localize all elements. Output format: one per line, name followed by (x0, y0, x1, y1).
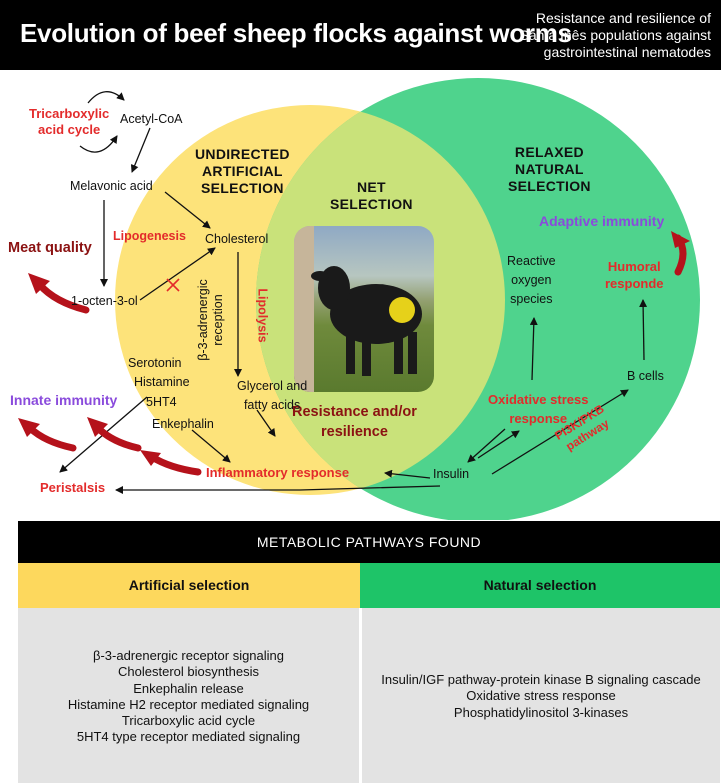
node-adaptive-immunity: Adaptive immunity (539, 213, 664, 230)
curved-arrow-innate-2 (98, 428, 138, 448)
node-5ht4: 5HT4 (146, 395, 177, 410)
node-line: Glycerol and (237, 377, 307, 396)
curved-arrow-innate-3 (152, 457, 198, 472)
node-humoral-responde: Humoral responde (605, 258, 664, 292)
node-cholesterol: Cholesterol (205, 232, 268, 247)
node-line: acid cycle (29, 122, 109, 138)
node-line: responde (605, 275, 664, 292)
caption-line: NET (330, 179, 413, 196)
table-title: METABOLIC PATHWAYS FOUND (18, 521, 720, 563)
list-item: Tricarboxylic acid cycle (18, 713, 359, 729)
node-meat-quality: Meat quality (8, 240, 92, 257)
node-peristalsis: Peristalsis (40, 480, 105, 496)
sheep-photo (294, 226, 434, 392)
list-item: Oxidative stress response (362, 688, 720, 704)
arrow-acetyl-melavonic (132, 128, 150, 172)
column-body-artificial: β-3-adrenergic receptor signaling Choles… (18, 608, 359, 783)
node-insulin: Insulin (433, 467, 469, 482)
caption-line: UNDIRECTED (195, 146, 290, 163)
node-acetyl-coa: Acetyl-CoA (120, 112, 183, 127)
column-header-artificial: Artificial selection (18, 563, 360, 608)
page-title: Evolution of beef sheep flocks against w… (20, 18, 572, 49)
node-beta3-adrenergic-reception: β-3-adrenergic reception (196, 279, 226, 361)
label-resistance-resilience: Resistance and/or resilience (292, 402, 417, 442)
subtitle-line: Resistance and resilience of (496, 10, 711, 27)
node-inflammatory-response: Inflammatory response (206, 465, 349, 481)
tca-loop-arrow-top (88, 92, 124, 103)
column-header-natural: Natural selection (360, 563, 720, 608)
node-line: β-3-adrenergic (196, 279, 211, 361)
node-line: Reactive (507, 252, 556, 271)
list-item: Insulin/IGF pathway-protein kinase B sig… (362, 672, 720, 688)
list-item: β-3-adrenergic receptor signaling (18, 648, 359, 664)
node-line: species (507, 290, 556, 309)
node-innate-immunity: Innate immunity (10, 392, 117, 409)
tca-loop-arrow-bottom (80, 136, 117, 152)
subtitle-line: Santa Inês populations against (496, 27, 711, 44)
sheep-leg (362, 334, 371, 376)
node-line: fatty acids (237, 396, 307, 415)
list-item: Cholesterol biosynthesis (18, 664, 359, 680)
label-undirected-artificial-selection: UNDIRECTED ARTIFICIAL SELECTION (195, 146, 290, 197)
sheep-ear (311, 271, 329, 281)
sheep-illustration (294, 226, 434, 392)
caption-line: ARTIFICIAL (195, 163, 290, 180)
node-line: Tricarboxylic (29, 106, 109, 122)
node-serotonin: Serotonin (128, 356, 182, 371)
node-line: Oxidative stress (488, 390, 588, 409)
header-bar: Evolution of beef sheep flocks against w… (0, 0, 721, 70)
pathway-list-artificial: β-3-adrenergic receptor signaling Choles… (18, 648, 359, 746)
caption-line: SELECTION (195, 180, 290, 197)
node-b-cells: B cells (627, 369, 664, 384)
node-line: Humoral (605, 258, 664, 275)
subtitle-line: gastrointestinal nematodes (496, 44, 711, 61)
node-line: oxygen (507, 271, 556, 290)
page-subtitle: Resistance and resilience of Santa Inês … (496, 10, 711, 61)
node-enkephalin: Enkephalin (152, 417, 214, 432)
sheep-leg (394, 334, 403, 374)
node-lipogenesis: Lipogenesis (113, 229, 186, 244)
handler-legs (294, 226, 314, 392)
list-item: Histamine H2 receptor mediated signaling (18, 697, 359, 713)
sheep-leg (408, 332, 417, 374)
caption-line: SELECTION (508, 178, 591, 195)
label-relaxed-natural-selection: RELAXED NATURAL SELECTION (508, 144, 591, 195)
caption-line: resilience (292, 422, 417, 442)
node-melavonic-acid: Melavonic acid (70, 179, 153, 194)
pathway-list-natural: Insulin/IGF pathway-protein kinase B sig… (362, 672, 720, 721)
list-item: Phosphatidylinositol 3-kinases (362, 705, 720, 721)
list-item: 5HT4 type receptor mediated signaling (18, 729, 359, 745)
node-lipolysis: Lipolysis (255, 288, 270, 342)
metabolic-pathways-table: METABOLIC PATHWAYS FOUND Artificial sele… (18, 521, 720, 783)
caption-line: SELECTION (330, 196, 413, 213)
label-net-selection: NET SELECTION (330, 179, 413, 213)
curved-arrow-innate-1 (30, 428, 73, 448)
caption-line: RELAXED (508, 144, 591, 161)
worm-marker (389, 297, 415, 323)
column-body-natural: Insulin/IGF pathway-protein kinase B sig… (362, 608, 720, 783)
caption-line: NATURAL (508, 161, 591, 178)
list-item: Enkephalin release (18, 681, 359, 697)
node-line: reception (211, 279, 226, 361)
caption-line: Resistance and/or (292, 402, 417, 422)
node-tricarboxylic-acid-cycle: Tricarboxylic acid cycle (29, 106, 109, 137)
node-1-octen-3-ol: 1-octen-3-ol (71, 294, 138, 309)
node-glycerol-fatty-acids: Glycerol and fatty acids (237, 377, 307, 415)
node-reactive-oxygen-species: Reactive oxygen species (507, 252, 556, 309)
sheep-leg (346, 334, 355, 374)
node-histamine: Histamine (134, 375, 190, 390)
